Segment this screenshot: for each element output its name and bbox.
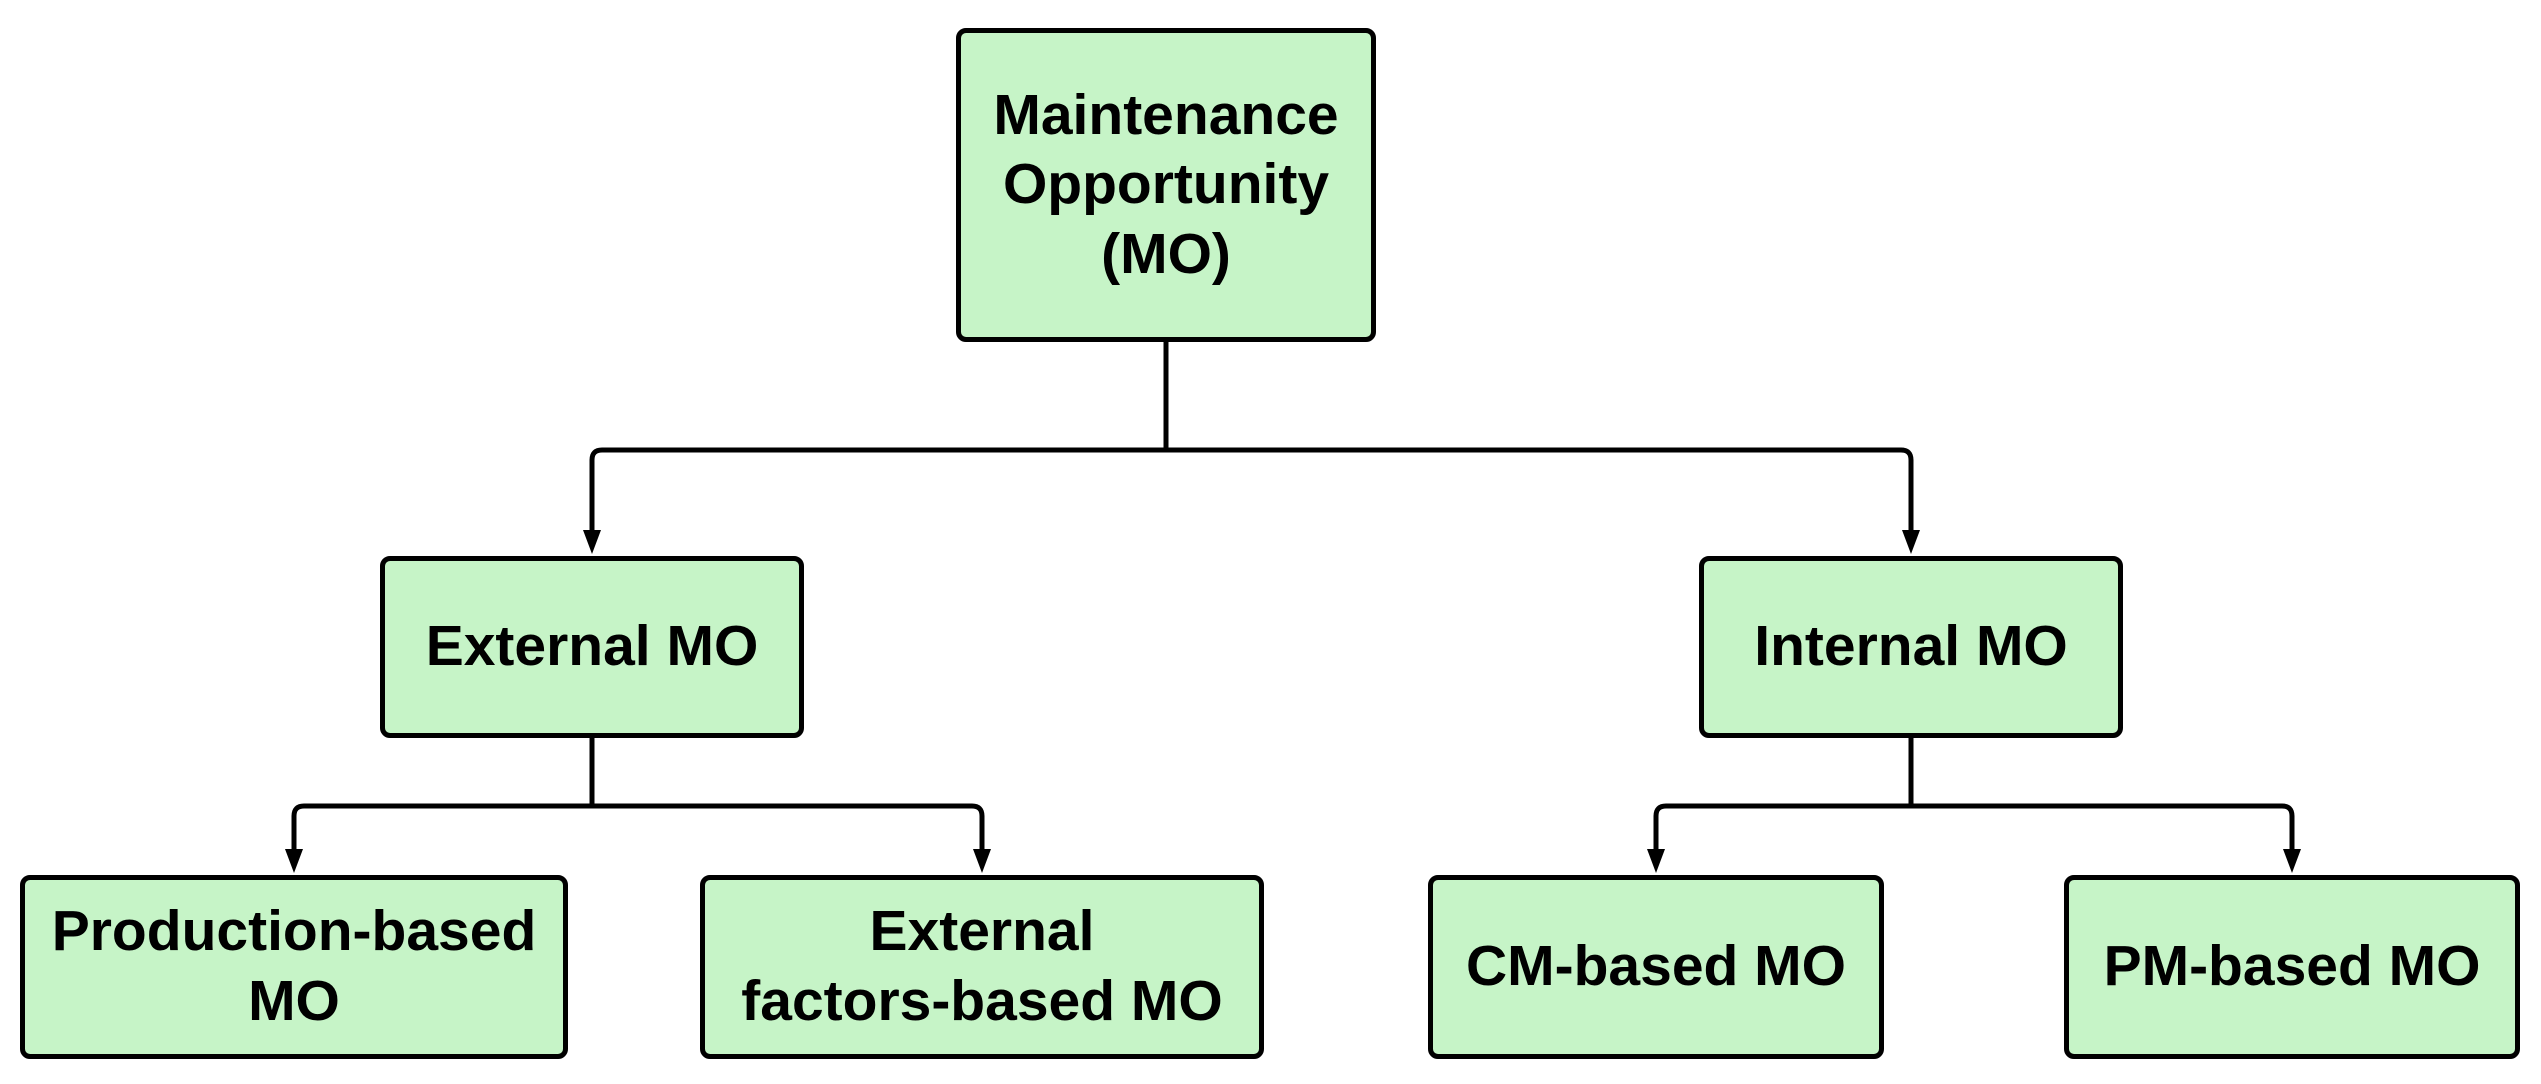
node-external-factors-based-mo: External factors-based MO xyxy=(700,875,1264,1059)
connector-external-to-external-factors xyxy=(592,803,991,873)
node-label-line: Production-based xyxy=(51,899,537,964)
node-label-line: MO xyxy=(248,969,340,1033)
connector-root-to-external xyxy=(583,447,1166,554)
node-label-line: External xyxy=(869,899,1095,964)
node-external-mo: External MO xyxy=(380,556,804,738)
connector-internal-to-cm xyxy=(1647,803,1911,873)
node-internal-mo: Internal MO xyxy=(1699,556,2123,738)
node-label-line: Opportunity xyxy=(1002,152,1330,217)
connector-root-to-internal xyxy=(1166,447,1920,554)
node-label-line: Maintenance xyxy=(993,82,1339,147)
node-label-line: External MO xyxy=(425,614,759,679)
connector-internal-to-pm xyxy=(1911,803,2301,873)
node-pm-based-mo: PM-based MO xyxy=(2064,875,2520,1059)
node-label-line: Internal MO xyxy=(1754,614,2068,679)
node-label-line: CM-based MO xyxy=(1465,934,1847,999)
node-label-line: factors-based MO xyxy=(741,969,1223,1033)
connector-external-to-production xyxy=(285,803,592,873)
node-label-line: PM-based MO xyxy=(2103,934,2481,999)
node-maintenance-opportunity: Maintenance Opportunity (MO) xyxy=(956,28,1376,342)
node-production-based-mo: Production-based MO xyxy=(20,875,568,1059)
node-label-line: (MO) xyxy=(1101,221,1231,286)
node-cm-based-mo: CM-based MO xyxy=(1428,875,1884,1059)
